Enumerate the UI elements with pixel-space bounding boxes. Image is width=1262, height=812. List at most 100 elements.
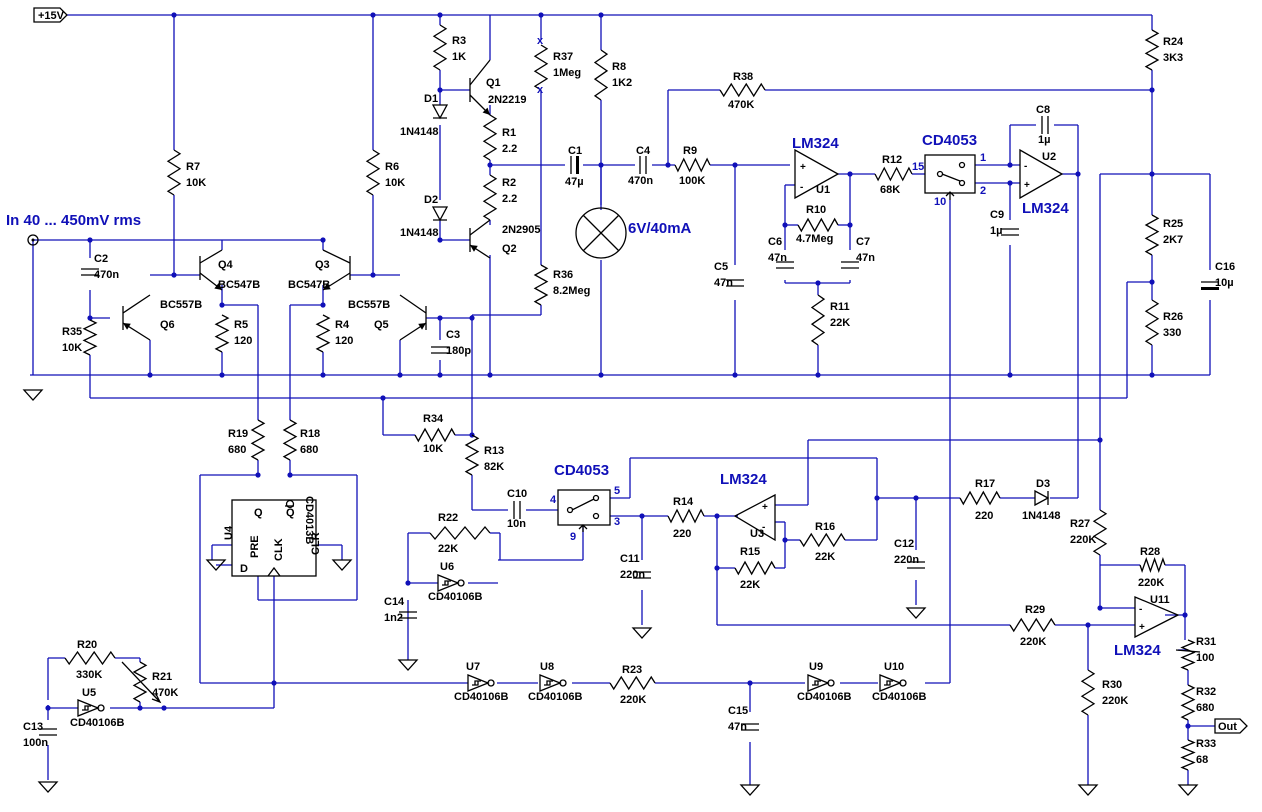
u11-part: LM324 [1114, 642, 1161, 659]
r29-ref: R29 [1025, 604, 1045, 616]
svg-text:-: - [1024, 161, 1027, 172]
resistor-r26 [1144, 299, 1160, 346]
capacitors [39, 116, 1219, 736]
r15-value: 22K [740, 579, 760, 591]
svg-text:U11: U11 [1150, 594, 1170, 606]
r23-value: 220K [620, 694, 646, 706]
resistor-r8 [593, 49, 609, 101]
svg-text:CLR: CLR [310, 532, 322, 555]
resistor-r4 [315, 314, 331, 353]
d1-value: 1N4148 [400, 126, 439, 138]
u9-ref: U9 [809, 661, 823, 673]
r32-value: 680 [1196, 702, 1214, 714]
u5-value: CD40106B [70, 717, 124, 729]
svg-text:-: - [1139, 604, 1142, 615]
resistor-r31 [1180, 639, 1196, 671]
transistor-q4 [199, 249, 223, 291]
svg-text:CLK: CLK [273, 538, 285, 561]
resistor-r19 [250, 419, 266, 461]
wires [30, 14, 1215, 785]
r12-value: 68K [880, 184, 900, 196]
r10-ref: R10 [806, 204, 826, 216]
u2-part: LM324 [1022, 200, 1069, 217]
r35-ref: R35 [62, 326, 82, 338]
resistor-r34 [414, 427, 456, 443]
svg-text:+: + [1139, 622, 1145, 633]
transistor-q3 [322, 249, 351, 291]
r38-value: 470K [728, 99, 754, 111]
c10-value: 10n [507, 518, 526, 530]
capacitor-c11 [633, 571, 651, 579]
r8-ref: R8 [612, 61, 626, 73]
flipflop-labels: U4 CD4013B PRE Q Q CLR CLK D [223, 496, 322, 575]
u7-ref: U7 [466, 661, 480, 673]
c5-ref: C5 [714, 261, 728, 273]
capacitor-c9 [1001, 228, 1019, 236]
resistor-r24 [1144, 29, 1160, 71]
u9-value: CD40106B [797, 691, 851, 703]
q5-ref: Q5 [374, 319, 389, 331]
ground-icon [1177, 784, 1199, 796]
junctions [45, 12, 1191, 729]
c6-value: 47n [768, 252, 787, 264]
r1-ref: R1 [502, 127, 516, 139]
r33-ref: R33 [1196, 738, 1216, 750]
d3-ref: D3 [1036, 478, 1050, 490]
resistor-r37 [533, 44, 549, 91]
r14-value: 220 [673, 528, 691, 540]
q3-value: BC547B [288, 279, 330, 291]
resistors [64, 24, 1201, 771]
r36-value: 8.2Meg [553, 285, 590, 297]
resistor-r20 [64, 650, 116, 666]
r19-ref: R19 [228, 428, 248, 440]
resistor-r38 [719, 82, 766, 98]
q4-ref: Q4 [218, 259, 234, 271]
resistor-r12 [874, 166, 913, 182]
svg-text:1: 1 [980, 152, 986, 164]
r24-value: 3K3 [1163, 52, 1183, 64]
r5-ref: R5 [234, 319, 248, 331]
r13-value: 82K [484, 461, 504, 473]
resistor-r13 [464, 434, 480, 476]
u8-value: CD40106B [528, 691, 582, 703]
r22-value: 22K [438, 543, 458, 555]
opamp-u1: +- [794, 148, 840, 200]
r2-value: 2.2 [502, 193, 517, 205]
resistor-r25 [1144, 214, 1160, 256]
resistor-r21 [132, 661, 148, 703]
capacitor-c6 [776, 261, 794, 269]
lamp-icon [575, 207, 627, 259]
q2-ref: Q2 [502, 243, 517, 255]
svg-text:U4: U4 [223, 525, 235, 540]
r26-value: 330 [1163, 327, 1181, 339]
ground-icon [631, 627, 653, 639]
r20-value: 330K [76, 669, 102, 681]
c6-ref: C6 [768, 236, 782, 248]
r38-ref: R38 [733, 71, 753, 83]
svg-text:CD4013B: CD4013B [303, 496, 315, 544]
capacitor-c16 [1201, 281, 1219, 290]
u1-part: LM324 [792, 135, 839, 152]
r7-value: 10K [186, 177, 206, 189]
c15-ref: C15 [728, 705, 748, 717]
svg-text:5: 5 [614, 485, 620, 497]
supply-flag: +15V [33, 7, 68, 23]
resistor-r5 [214, 314, 230, 353]
r34-value: 10K [423, 443, 443, 455]
resistor-r7 [166, 149, 182, 196]
c14-value: 1n2 [384, 612, 403, 624]
capacitor-c5 [726, 279, 744, 287]
c7-value: 47n [856, 252, 875, 264]
c3-value: 180p [446, 345, 471, 357]
u8-ref: U8 [540, 661, 554, 673]
svg-text:U3: U3 [750, 528, 764, 540]
r7-ref: R7 [186, 161, 200, 173]
pin-numbers: 15 1 2 10 4 5 3 9 x x [537, 35, 986, 543]
ground-icon [1077, 784, 1099, 796]
svg-text:15: 15 [912, 161, 924, 173]
r1-value: 2.2 [502, 143, 517, 155]
c9-ref: C9 [990, 209, 1004, 221]
svg-text:x: x [537, 84, 544, 96]
